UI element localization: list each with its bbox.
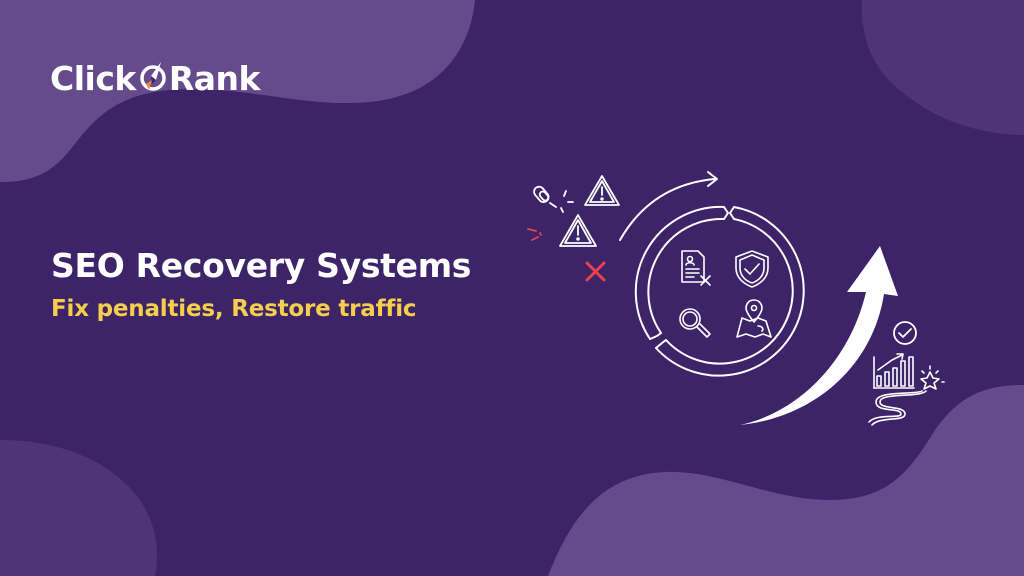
document-reject-icon [681,250,711,286]
warning-icon [584,175,620,206]
magnifier-icon [679,308,711,338]
cycle-rings [634,205,805,377]
bar-chart-growth-icon [873,353,915,389]
cycle-arrow [619,171,718,241]
map-pin-icon [736,299,772,338]
rocket-icon [140,62,166,91]
logo-text-click: Click [50,58,136,98]
page-subtitle: Fix penalties, Restore traffic [51,296,417,322]
warning-icon [559,214,597,247]
page-title: SEO Recovery Systems [51,246,472,285]
logo-text-rank: Rank [168,58,261,98]
broken-link-icon [533,185,574,213]
error-spark-icon [527,228,542,241]
up-arrow-icon [740,246,898,425]
shield-check-icon [735,250,769,288]
x-mark-icon [585,261,606,282]
clickrank-logo[interactable]: Click Rank [50,58,260,98]
check-circle-icon [893,321,917,345]
star-icon [920,365,945,390]
winding-path-icon [868,390,927,426]
